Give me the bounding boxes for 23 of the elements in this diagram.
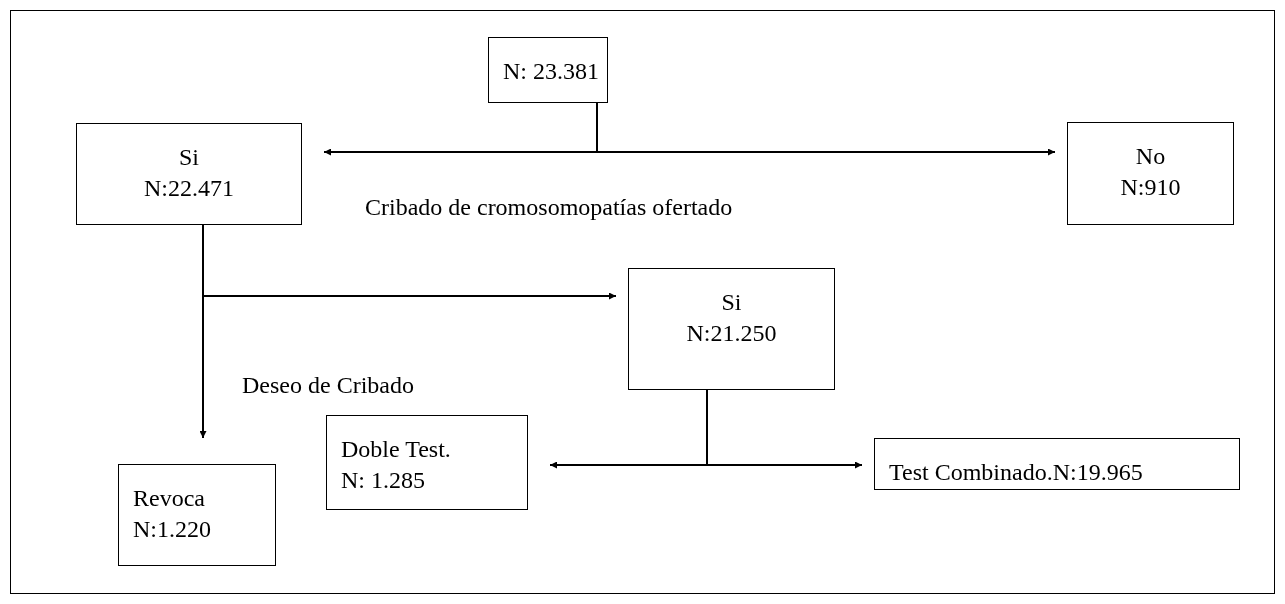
node-text: No bbox=[1135, 142, 1166, 171]
process-box bbox=[488, 37, 608, 103]
connector-arrow bbox=[706, 389, 863, 469]
node-text: N:1.220 bbox=[133, 515, 211, 544]
node-text: Revoca bbox=[133, 484, 205, 513]
node-text: N: 23.381 bbox=[503, 57, 599, 86]
node-text: N:910 bbox=[1120, 173, 1181, 202]
connector-arrow bbox=[199, 224, 207, 439]
node-text: N:21.250 bbox=[686, 319, 777, 348]
node-text: Si bbox=[179, 143, 199, 172]
caption-text: Cribado de cromosomopatías ofertado bbox=[365, 193, 733, 222]
process-box bbox=[874, 438, 1240, 490]
node-text: N: 1.285 bbox=[341, 466, 425, 495]
caption-text: Deseo de Cribado bbox=[242, 371, 414, 400]
process-box bbox=[326, 415, 528, 510]
process-box bbox=[76, 123, 302, 225]
process-box bbox=[628, 268, 835, 390]
process-box bbox=[118, 464, 276, 566]
process-box bbox=[1067, 122, 1234, 225]
node-text: Si bbox=[721, 288, 742, 317]
node-text: N:22.471 bbox=[144, 174, 234, 203]
node-text: Test Combinado.N:19.965 bbox=[889, 458, 1143, 487]
node-text: Doble Test. bbox=[341, 435, 451, 464]
